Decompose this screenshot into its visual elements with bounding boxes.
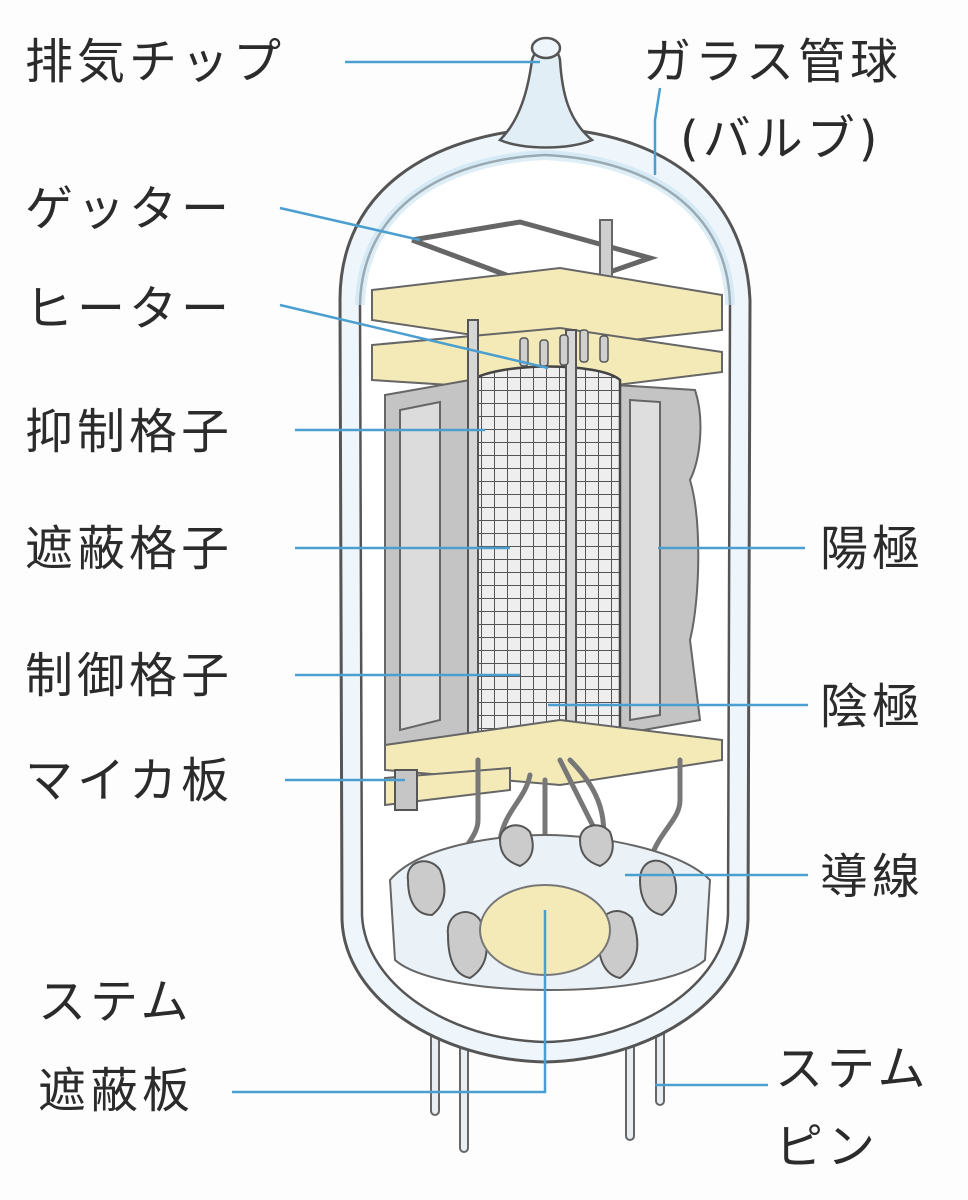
label-screen-grid: 遮蔽格子: [25, 521, 234, 577]
label-stem-pin-line2: ピン: [775, 1119, 880, 1175]
label-stem-shield-line2: 遮蔽板: [38, 1063, 195, 1119]
leader-getter: [279, 206, 421, 242]
label-glass-bulb-line1: ガラス管球: [643, 34, 903, 90]
label-glass-bulb-line2: (バルブ): [680, 111, 882, 167]
grid-mesh: [467, 319, 622, 771]
label-control-grid: 制御格子: [25, 648, 234, 704]
leader-heater: [279, 303, 549, 370]
stem: [388, 824, 712, 991]
leader-lines: [232, 60, 808, 1094]
label-stem-shield-line1: ステム: [38, 974, 193, 1030]
label-stem-pin-line1: ステム: [775, 1041, 930, 1097]
label-cathode: 陰極: [820, 679, 925, 735]
label-anode: 陽極: [820, 521, 925, 577]
leader-glass-bulb: [653, 87, 662, 175]
exhaust-tip: [497, 36, 595, 149]
label-heater: ヒーター: [25, 281, 234, 337]
label-mica-plate: マイカ板: [25, 753, 234, 809]
label-getter: ゲッター: [25, 181, 234, 237]
label-exhaust-tip: 排気チップ: [25, 34, 286, 90]
leader-stem-shield: [232, 910, 547, 1094]
label-suppressor-grid: 抑制格子: [25, 404, 234, 460]
label-lead-wire: 導線: [820, 849, 925, 905]
